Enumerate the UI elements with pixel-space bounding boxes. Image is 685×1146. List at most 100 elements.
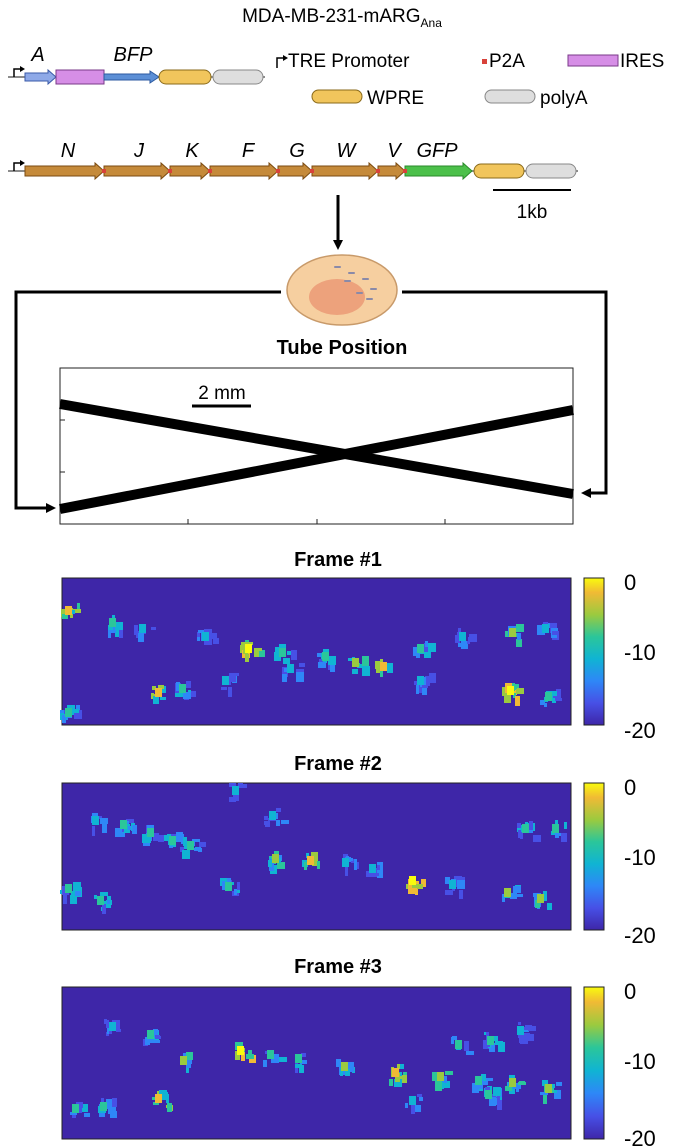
heatmap-pixel <box>115 828 122 837</box>
heatmap-pixel <box>400 1075 407 1083</box>
ires-element <box>55 69 105 85</box>
heatmap-pixel <box>362 656 369 666</box>
heatmap-pixel <box>136 631 140 634</box>
heatmap-hotspot <box>409 876 416 885</box>
heatmap-pixel <box>237 882 240 890</box>
heatmap-pixel <box>515 696 520 706</box>
frame-3-cbar-tick-0: 0 <box>624 979 636 1004</box>
frame-2: Frame #2 0 -10 -20 <box>60 753 656 948</box>
gene-arrow-w <box>311 161 379 181</box>
heatmap-pixel <box>416 684 419 694</box>
heatmap-pixel <box>533 835 541 842</box>
heatmap-hotspot <box>485 1090 492 1099</box>
heatmap-pixel <box>80 1104 88 1112</box>
heatmap-pixel <box>495 1041 503 1045</box>
heatmap-pixel <box>110 1111 117 1118</box>
heatmap-pixel <box>336 1059 341 1067</box>
heatmap-pixel <box>264 821 269 825</box>
left-loop-arrow <box>14 290 281 513</box>
gene-a-arrow <box>24 68 57 86</box>
heatmap-pixel <box>555 698 562 701</box>
heatmap-hotspot <box>369 864 376 873</box>
heatmap-pixel <box>377 865 380 870</box>
heatmap-hotspot <box>202 632 209 641</box>
heatmap-hotspot <box>522 824 529 833</box>
heatmap-pixel <box>318 662 326 668</box>
heatmap-pixel <box>284 668 287 672</box>
heatmap-pixel <box>100 818 108 824</box>
heatmap-pixel <box>435 1081 442 1091</box>
heatmap-pixel <box>107 900 110 904</box>
heatmap-pixel <box>540 1092 548 1095</box>
heatmap-pixel <box>74 710 82 719</box>
heatmap-pixel <box>198 630 206 633</box>
heatmap-pixel <box>199 842 206 847</box>
heatmap-pixel <box>152 1097 156 1100</box>
heatmap-pixel <box>229 673 236 682</box>
heatmap-pixel <box>166 1094 169 1103</box>
heatmap-pixel <box>277 862 285 869</box>
frame-1-title: Frame #1 <box>294 549 382 571</box>
heatmap-pixel <box>197 847 201 850</box>
heatmap-pixel <box>126 819 134 823</box>
promoter-arrow-tip-icon <box>20 66 25 72</box>
heatmap-pixel <box>299 1065 304 1073</box>
heatmap-pixel <box>306 853 309 858</box>
heatmap-pixel <box>547 903 552 910</box>
p2a-marker <box>102 169 106 173</box>
heatmap-pixel <box>245 654 249 662</box>
heatmap-pixel <box>158 685 164 689</box>
heatmap-pixel <box>176 832 183 842</box>
heatmap-pixel <box>160 697 166 700</box>
frame-2-colorbar <box>583 782 605 931</box>
heatmap-pixel <box>328 656 336 665</box>
heatmap-pixel <box>354 860 357 870</box>
tube-scale-bar-label: 2 mm <box>198 383 246 404</box>
heatmap-pixel <box>551 635 557 638</box>
frame-1-heatmap-bg <box>61 577 572 726</box>
heatmap-pixel <box>77 609 81 613</box>
frame-3-signal <box>70 1019 562 1118</box>
heatmap-pixel <box>108 628 111 638</box>
heatmap-pixel <box>304 862 307 870</box>
p2a-marker <box>208 169 212 173</box>
heatmap-pixel <box>184 844 189 849</box>
heatmap-pixel <box>228 687 232 697</box>
heatmap-hotspot <box>97 896 104 905</box>
heatmap-pixel <box>248 1050 252 1055</box>
heatmap-pixel <box>517 633 521 640</box>
heatmap-hotspot <box>232 786 239 795</box>
heatmap-pixel <box>271 1055 279 1063</box>
frame-1-signal <box>60 603 562 723</box>
heatmap-hotspot <box>342 858 349 867</box>
heatmap-hotspot <box>245 644 252 653</box>
heatmap-pixel <box>197 632 200 638</box>
heatmap-pixel <box>405 1103 408 1108</box>
heatmap-pixel <box>520 833 523 839</box>
heatmap-pixel <box>455 635 460 643</box>
heatmap-pixel <box>299 663 305 667</box>
legend: TRE Promoter P2A IRES WPRE polyA <box>276 51 664 109</box>
heatmap-pixel <box>429 673 436 683</box>
gene-label-a: A <box>30 44 44 66</box>
heatmap-pixel <box>516 639 522 647</box>
heatmap-hotspot <box>509 628 516 637</box>
heatmap-pixel <box>425 641 428 647</box>
heatmap-pixel <box>415 886 418 895</box>
heatmap-pixel <box>300 1060 307 1064</box>
heatmap-pixel <box>257 650 265 657</box>
gene-arrow-gfp <box>404 161 473 181</box>
heatmap-pixel <box>161 686 166 693</box>
heatmap-pixel <box>247 642 253 645</box>
gene-label-g: G <box>289 140 305 162</box>
frame-2-signal <box>60 783 567 914</box>
heatmap-pixel <box>264 816 268 820</box>
heatmap-pixel <box>164 835 169 841</box>
frame-1-cbar-tick-10: -10 <box>624 640 656 665</box>
gene-arrow-k <box>169 161 211 181</box>
heatmap-pixel <box>387 663 393 673</box>
gene-arrow-j <box>103 161 171 181</box>
heatmap-pixel <box>380 671 383 677</box>
gene-label-bfp: BFP <box>114 44 154 66</box>
heatmap-pixel <box>346 1062 354 1072</box>
